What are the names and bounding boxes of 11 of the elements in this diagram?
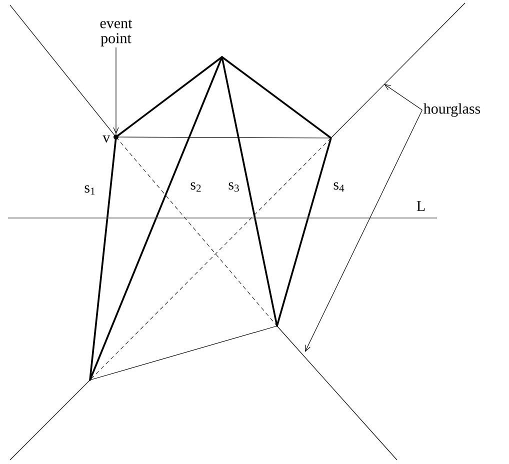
segment-label: s$_{1}$ — [84, 185, 95, 195]
leader-line — [305, 110, 422, 352]
leader-line — [113, 47, 119, 134]
vertex-label: v — [102, 136, 110, 143]
leader-line — [384, 84, 422, 110]
segment-label: s$_{3}$ — [228, 182, 239, 192]
segment-label: s$_{2}$ — [190, 182, 201, 192]
annotation-text: hourglass — [424, 103, 480, 117]
segment-label: L — [416, 201, 425, 211]
segment-label: s$_{4}$ — [334, 182, 344, 192]
annotation-text: event point — [100, 20, 132, 46]
